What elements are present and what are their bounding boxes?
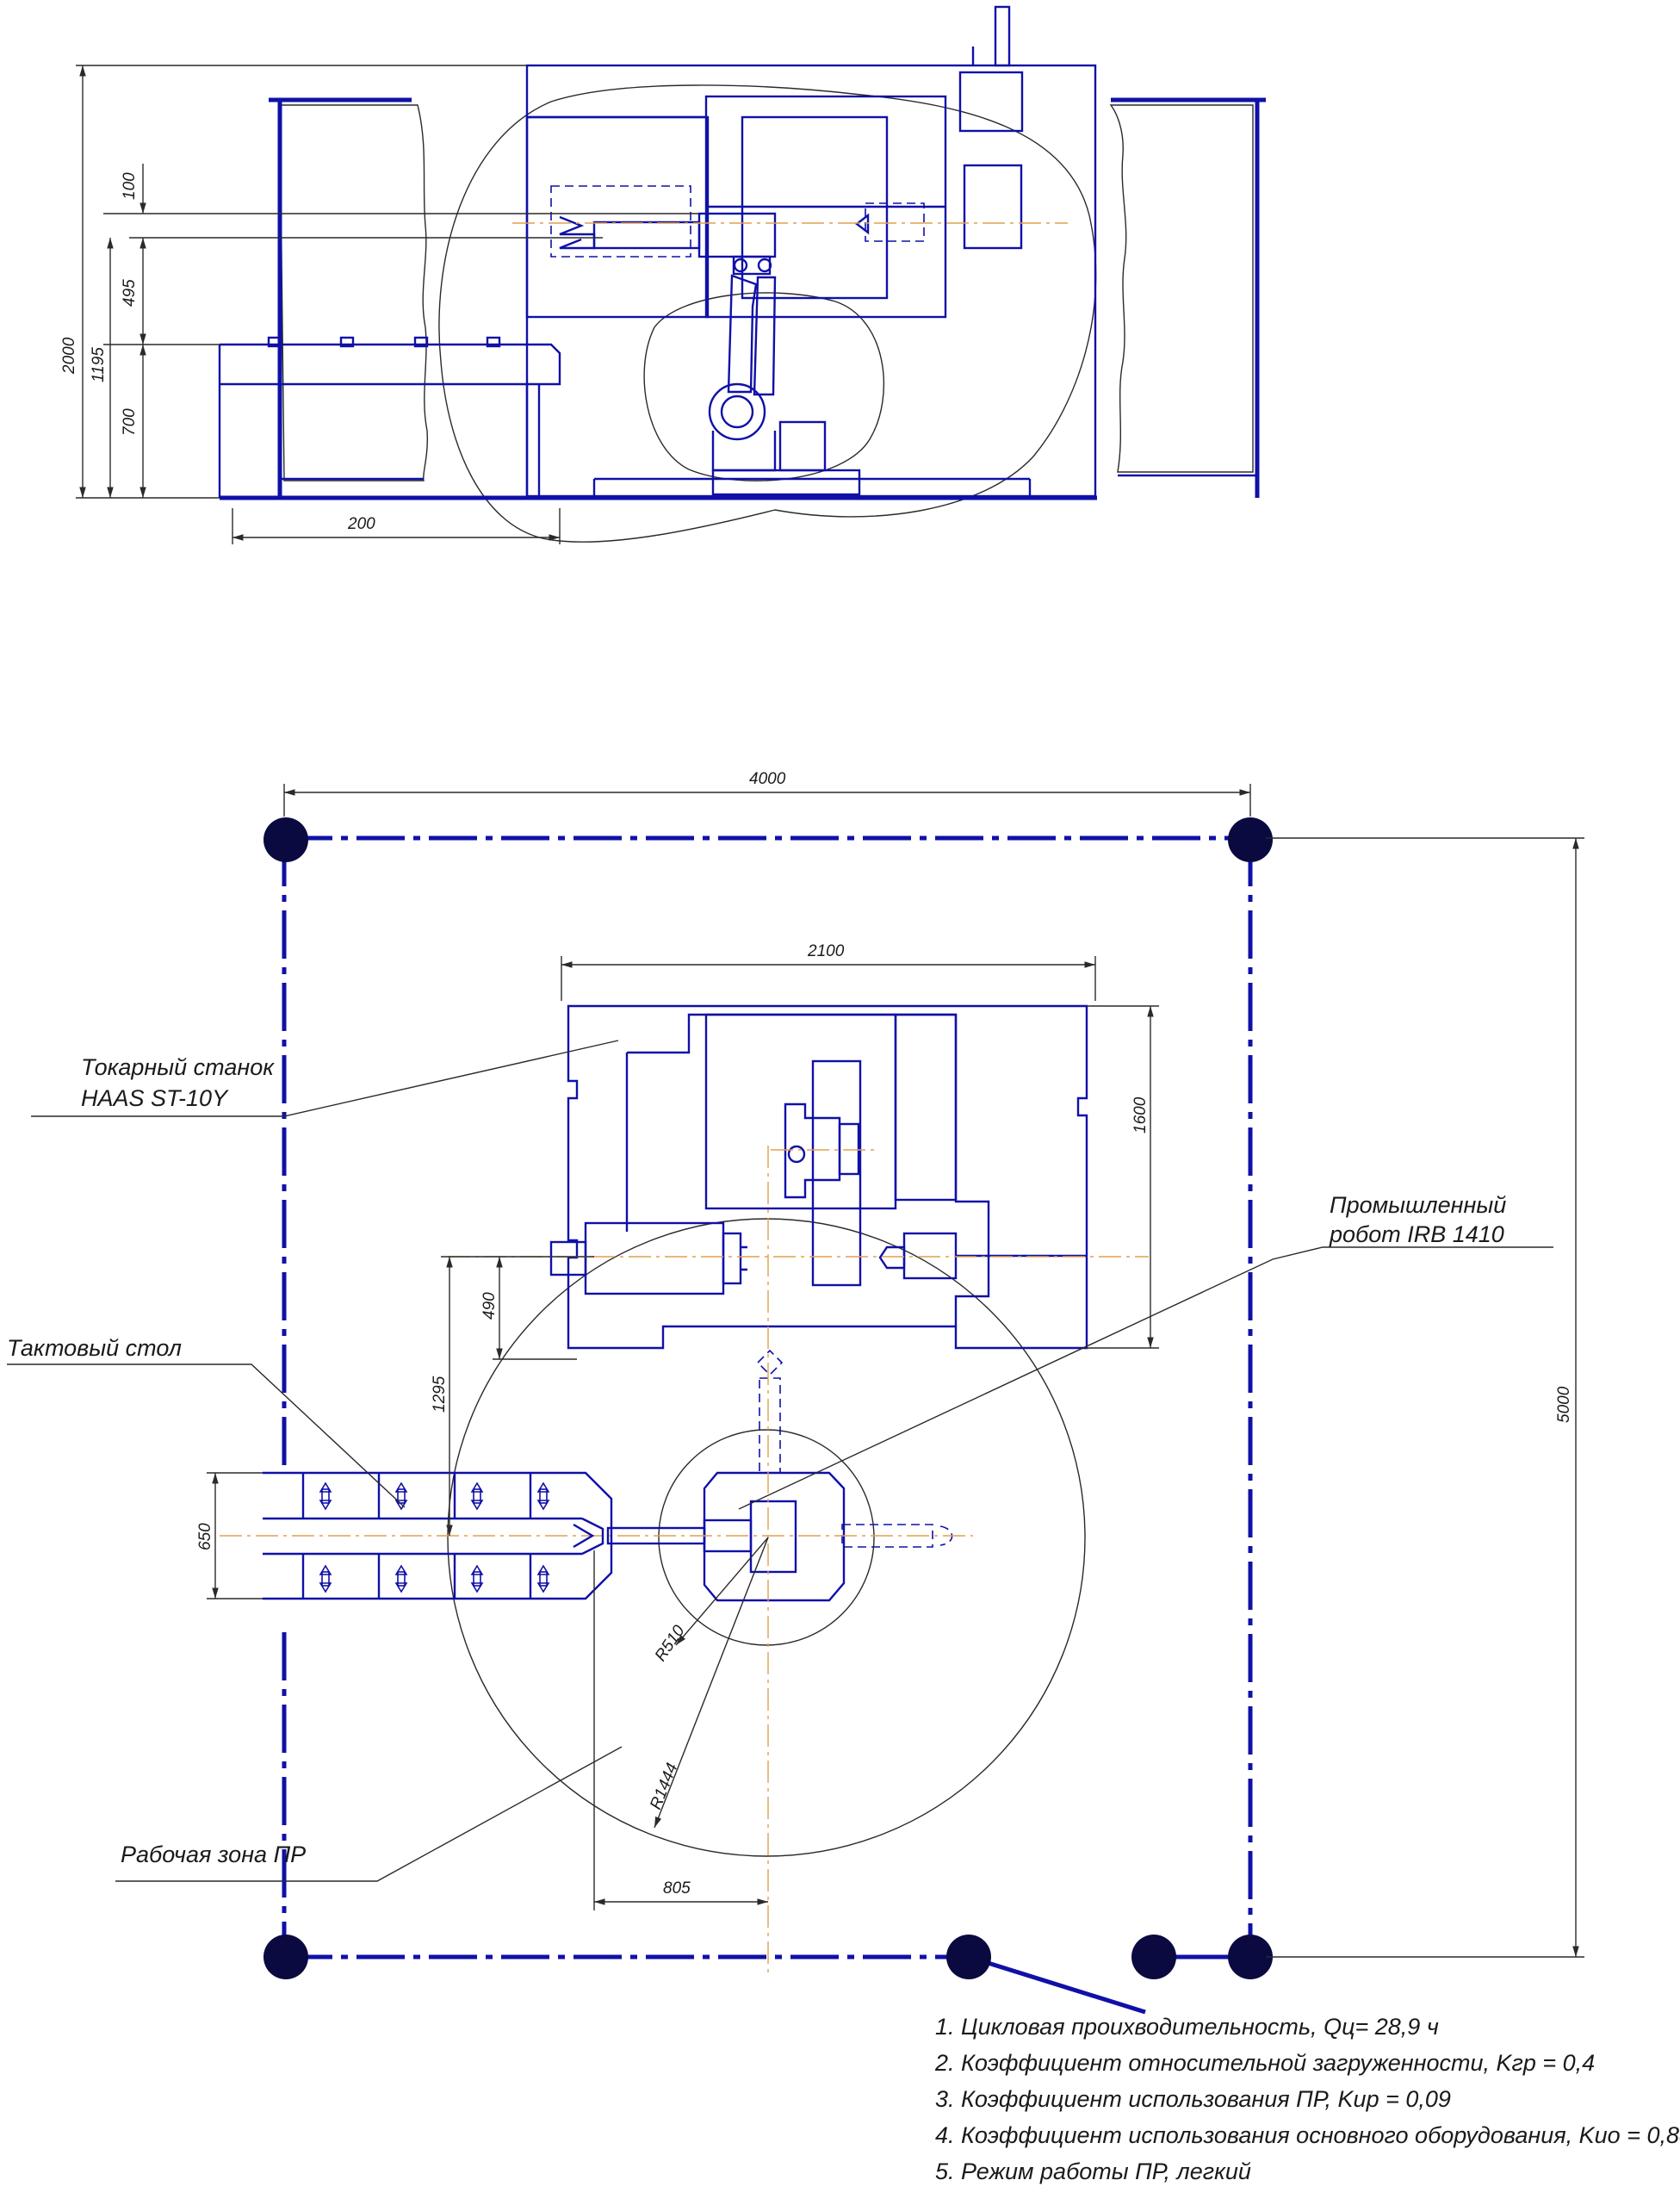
dim-plan-805: 805 — [663, 1879, 691, 1898]
note-5: 5. Режим работы ПР, легкий — [935, 2158, 1251, 2184]
dim-side-100: 100 — [121, 172, 139, 200]
note-2: 2. Коэффициент относительной загруженнос… — [934, 2050, 1595, 2076]
side-dimensions: 100 495 1195 2000 700 200 — [60, 65, 699, 544]
fence-post-bottom-right — [1228, 1935, 1273, 1979]
note-3: 3. Коэффициент использования ПР, Kир = 0… — [935, 2086, 1451, 2112]
notes-block: 1. Цикловая проихводительность, Qц= 28,9… — [934, 2014, 1680, 2184]
label-lathe-2: HAAS ST-10Y — [81, 1085, 229, 1111]
fence-post-top-left — [263, 817, 308, 862]
note-4: 4. Коэффициент использования основного о… — [935, 2122, 1680, 2148]
dim-plan-4000: 4000 — [749, 770, 786, 788]
plan-inner-zone — [658, 1429, 875, 1646]
plan-work-zone — [447, 1218, 1086, 1857]
dim-plan-490: 490 — [480, 1292, 499, 1320]
dim-side-200: 200 — [347, 515, 375, 533]
fence-post-door — [946, 1935, 991, 1979]
dim-plan-2100: 2100 — [807, 942, 845, 960]
dim-plan-r1444: R1444 — [647, 1761, 681, 1812]
robot-plan — [220, 1146, 973, 1972]
dim-side-495: 495 — [121, 279, 139, 307]
indexing-table — [263, 1471, 613, 1600]
safety-fence — [263, 817, 1273, 2015]
plan-view: 4000 2100 1600 5000 490 1295 650 — [7, 770, 1584, 2015]
dim-plan-5000: 5000 — [1555, 1386, 1573, 1423]
fence-post-top-right — [1228, 817, 1273, 862]
label-lathe-1: Токарный станок — [81, 1054, 275, 1080]
dim-plan-1295: 1295 — [431, 1376, 449, 1413]
side-inner-zone — [643, 292, 884, 481]
side-mesh-left — [279, 104, 429, 481]
fence-post-door-right — [1131, 1935, 1176, 1979]
note-1: 1. Цикловая проихводительность, Qц= 28,9… — [935, 2014, 1439, 2040]
side-work-zone — [438, 84, 1097, 543]
label-robot-1: Промышленный — [1330, 1192, 1506, 1218]
label-zone: Рабочая зона ПР — [121, 1842, 306, 1867]
side-mesh-right — [1109, 104, 1254, 473]
dim-side-1195: 1195 — [90, 347, 108, 382]
plan-dimensions: 4000 2100 1600 5000 490 1295 650 — [196, 770, 1584, 1958]
dim-plan-r510: R510 — [652, 1622, 689, 1665]
dim-plan-650: 650 — [196, 1523, 214, 1550]
fence-post-bottom-left — [263, 1935, 308, 1979]
side-view: 100 495 1195 2000 700 200 — [60, 5, 1266, 544]
lathe-plan — [448, 1004, 1149, 1350]
dim-side-700: 700 — [121, 408, 139, 436]
label-table: Тактовый стол — [7, 1335, 182, 1361]
dim-plan-1600: 1600 — [1131, 1096, 1150, 1134]
plan-labels: Токарный станок HAAS ST-10Y Промышленный… — [7, 1040, 1553, 1882]
dim-side-2000: 2000 — [60, 337, 78, 375]
label-robot-2: робот IRB 1410 — [1329, 1221, 1504, 1247]
